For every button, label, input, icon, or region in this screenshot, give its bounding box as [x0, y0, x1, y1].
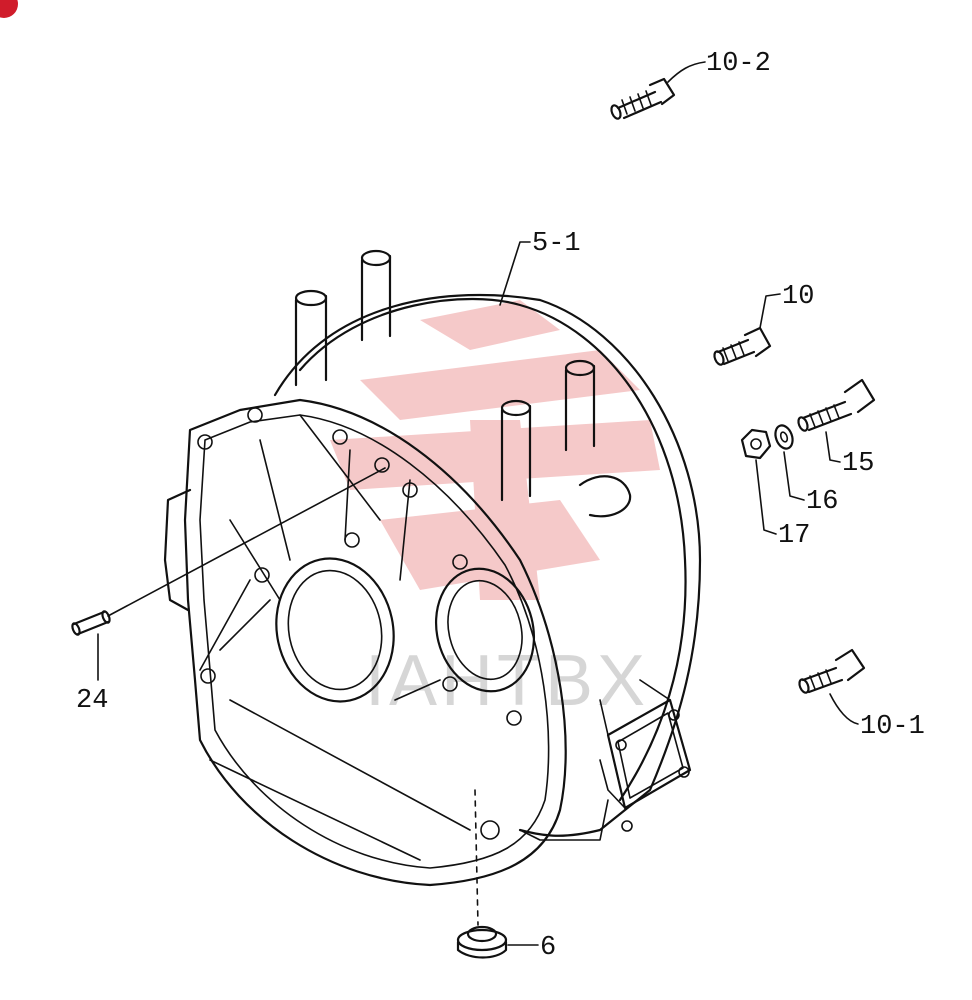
leader-10-2: [667, 61, 706, 83]
leader-17: [755, 459, 777, 535]
callout-17: 17: [778, 521, 810, 551]
washer-16[interactable]: [772, 423, 795, 451]
callout-10-1: 10-1: [860, 712, 925, 742]
callout-5-1: 5-1: [532, 229, 581, 259]
bell-housing: [163, 249, 702, 887]
leader-15: [825, 431, 841, 463]
housing-rear-shell: [273, 293, 702, 837]
second-bore-inner: [447, 579, 523, 681]
nut-17[interactable]: [740, 428, 772, 460]
housing-left-flange: [163, 488, 192, 612]
watermark-logo: [330, 300, 660, 600]
leader-10: [759, 293, 781, 329]
plug-6[interactable]: [456, 925, 508, 959]
callout-10: 10: [782, 282, 814, 312]
callout-24: 24: [76, 686, 108, 716]
housing-studs: [294, 249, 596, 502]
plug-alignment-line: [474, 789, 479, 926]
callout-10-2: 10-2: [706, 49, 771, 79]
second-bore: [434, 567, 536, 693]
large-bore: [275, 557, 395, 703]
housing-square-flange: [606, 698, 692, 810]
bolt-10[interactable]: [713, 326, 772, 366]
housing-side-boss: [578, 475, 632, 518]
front-plate-bolt-holes: [197, 407, 522, 840]
leader-10-1: [829, 693, 859, 725]
housing-bottom-edge: [209, 699, 471, 861]
leader-5-1: [499, 241, 531, 306]
callout-6: 6: [540, 933, 556, 963]
housing-ribs: [199, 414, 441, 701]
leader-16: [783, 451, 805, 501]
callout-15: 15: [842, 449, 874, 479]
housing-front-plate-inner: [199, 414, 550, 869]
watermark-text: IAHTBX: [365, 641, 649, 721]
housing-rear-rim: [298, 297, 687, 802]
bolt-15[interactable]: [797, 378, 876, 432]
housing-front-plate: [183, 398, 567, 887]
large-bore-inner: [287, 569, 383, 691]
corner-badge-icon: [0, 0, 18, 18]
callout-16: 16: [806, 487, 838, 517]
dowel-pin-24[interactable]: [71, 610, 111, 636]
pin-alignment-line: [107, 467, 386, 617]
bolt-10-1[interactable]: [798, 648, 866, 694]
bolt-10-2[interactable]: [610, 77, 676, 120]
